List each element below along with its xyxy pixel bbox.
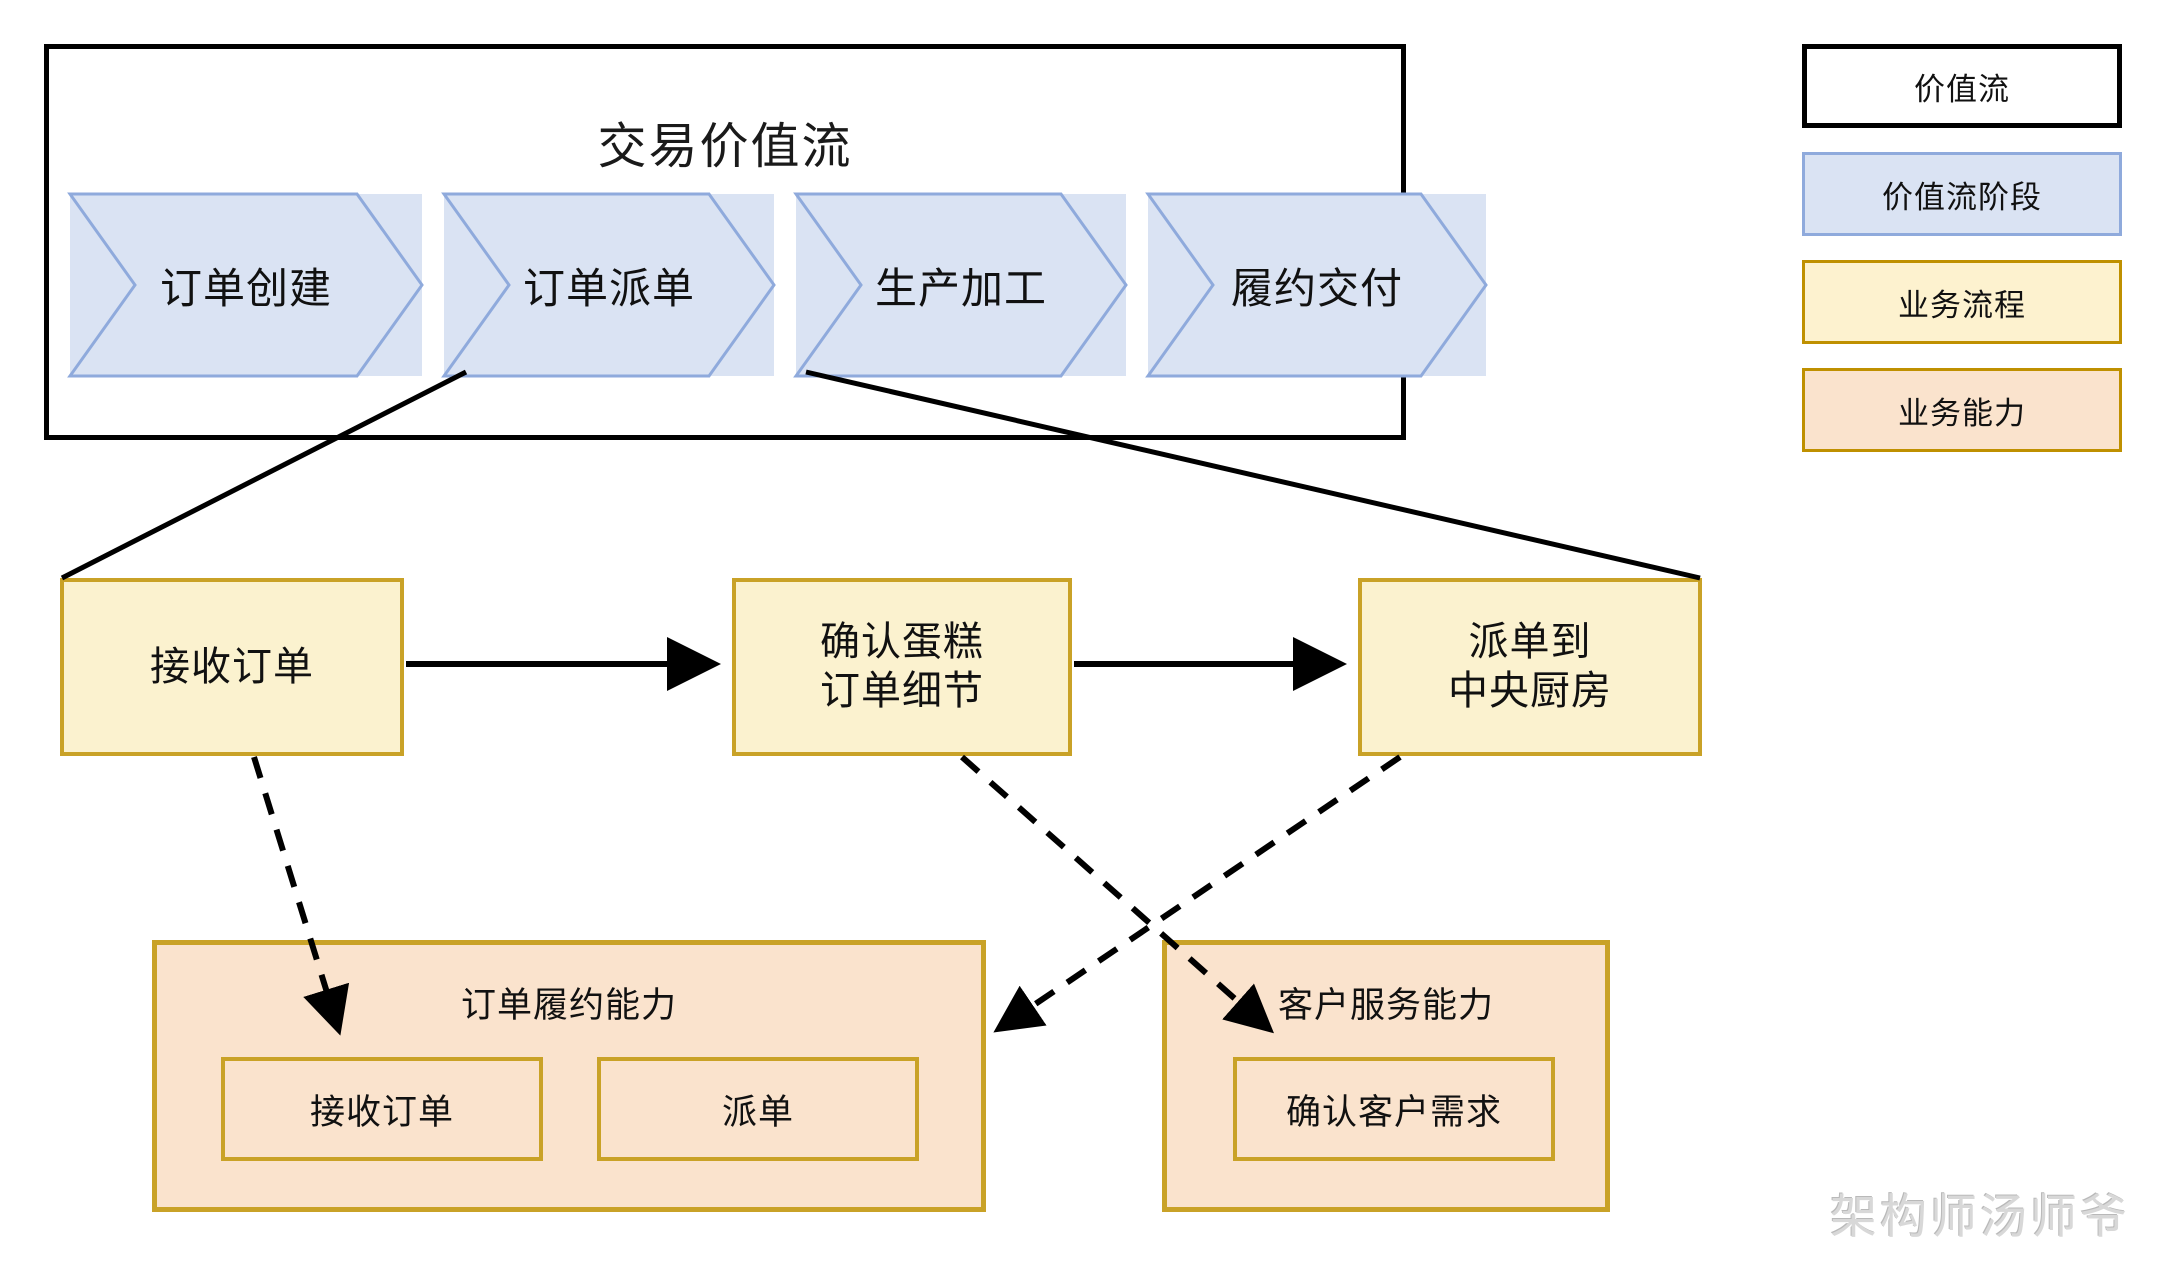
legend-label: 价值流阶段 (1882, 179, 2042, 215)
capability-item-confirm-customer-requirement[interactable]: 确认客户需求 (1233, 1057, 1555, 1161)
stage-order-dispatch[interactable]: 订单派单 (441, 192, 776, 378)
process-box-dispatch-to-central-kitchen[interactable]: 派单到 中央厨房 (1358, 578, 1702, 756)
process-label-line1: 确认蛋糕 (820, 620, 984, 665)
value-stream-title: 交易价值流 (597, 120, 853, 174)
capability-group-title: 客户服务能力 (1277, 986, 1494, 1025)
capability-item-label: 派单 (721, 1092, 794, 1132)
stage-production[interactable]: 生产加工 (793, 192, 1128, 378)
process-label: 接收订单 (150, 644, 314, 689)
stage-fulfillment-delivery[interactable]: 履约交付 (1145, 192, 1488, 378)
legend-item-business-process: 业务流程 (1802, 260, 2122, 344)
capability-item-label: 接收订单 (309, 1092, 454, 1132)
capability-item-label: 确认客户需求 (1285, 1092, 1502, 1132)
legend-item-value-stream: 价值流 (1802, 44, 2122, 128)
process-label: 确认蛋糕 订单细节 (820, 618, 984, 716)
stage-label: 订单创建 (159, 264, 332, 312)
legend: 价值流 价值流阶段 业务流程 业务能力 (1802, 44, 2122, 476)
capability-group-title: 订单履约能力 (460, 986, 677, 1025)
stage-label: 生产加工 (874, 264, 1047, 312)
legend-label: 价值流 (1914, 71, 2010, 107)
legend-label: 业务能力 (1898, 395, 2026, 431)
process-label-line1: 派单到 (1468, 620, 1592, 665)
capability-item-receive-order[interactable]: 接收订单 (221, 1057, 543, 1161)
capability-item-dispatch[interactable]: 派单 (597, 1057, 919, 1161)
capability-group-customer-service[interactable]: 客户服务能力 确认客户需求 (1162, 940, 1610, 1212)
legend-label: 业务流程 (1898, 287, 2026, 323)
stage-label: 订单派单 (522, 264, 695, 312)
capability-group-order-fulfillment[interactable]: 订单履约能力 接收订单 派单 (152, 940, 986, 1212)
chevron-shape-icon (441, 192, 776, 378)
legend-item-business-capability: 业务能力 (1802, 368, 2122, 452)
stage-label: 履约交付 (1230, 264, 1403, 312)
process-box-confirm-cake-order-details[interactable]: 确认蛋糕 订单细节 (732, 578, 1072, 756)
legend-item-value-stream-stage: 价值流阶段 (1802, 152, 2122, 236)
process-box-receive-order[interactable]: 接收订单 (60, 578, 404, 756)
process-label: 派单到 中央厨房 (1448, 618, 1612, 716)
process-label-line2: 中央厨房 (1448, 669, 1612, 713)
watermark: 架构师汤师爷 (1830, 1192, 2130, 1244)
process-label-line2: 订单细节 (820, 669, 984, 713)
value-stream-stage-row: 订单创建 订单派单 生产加工 履约交付 (44, 192, 1488, 378)
stage-order-creation[interactable]: 订单创建 (67, 192, 424, 378)
